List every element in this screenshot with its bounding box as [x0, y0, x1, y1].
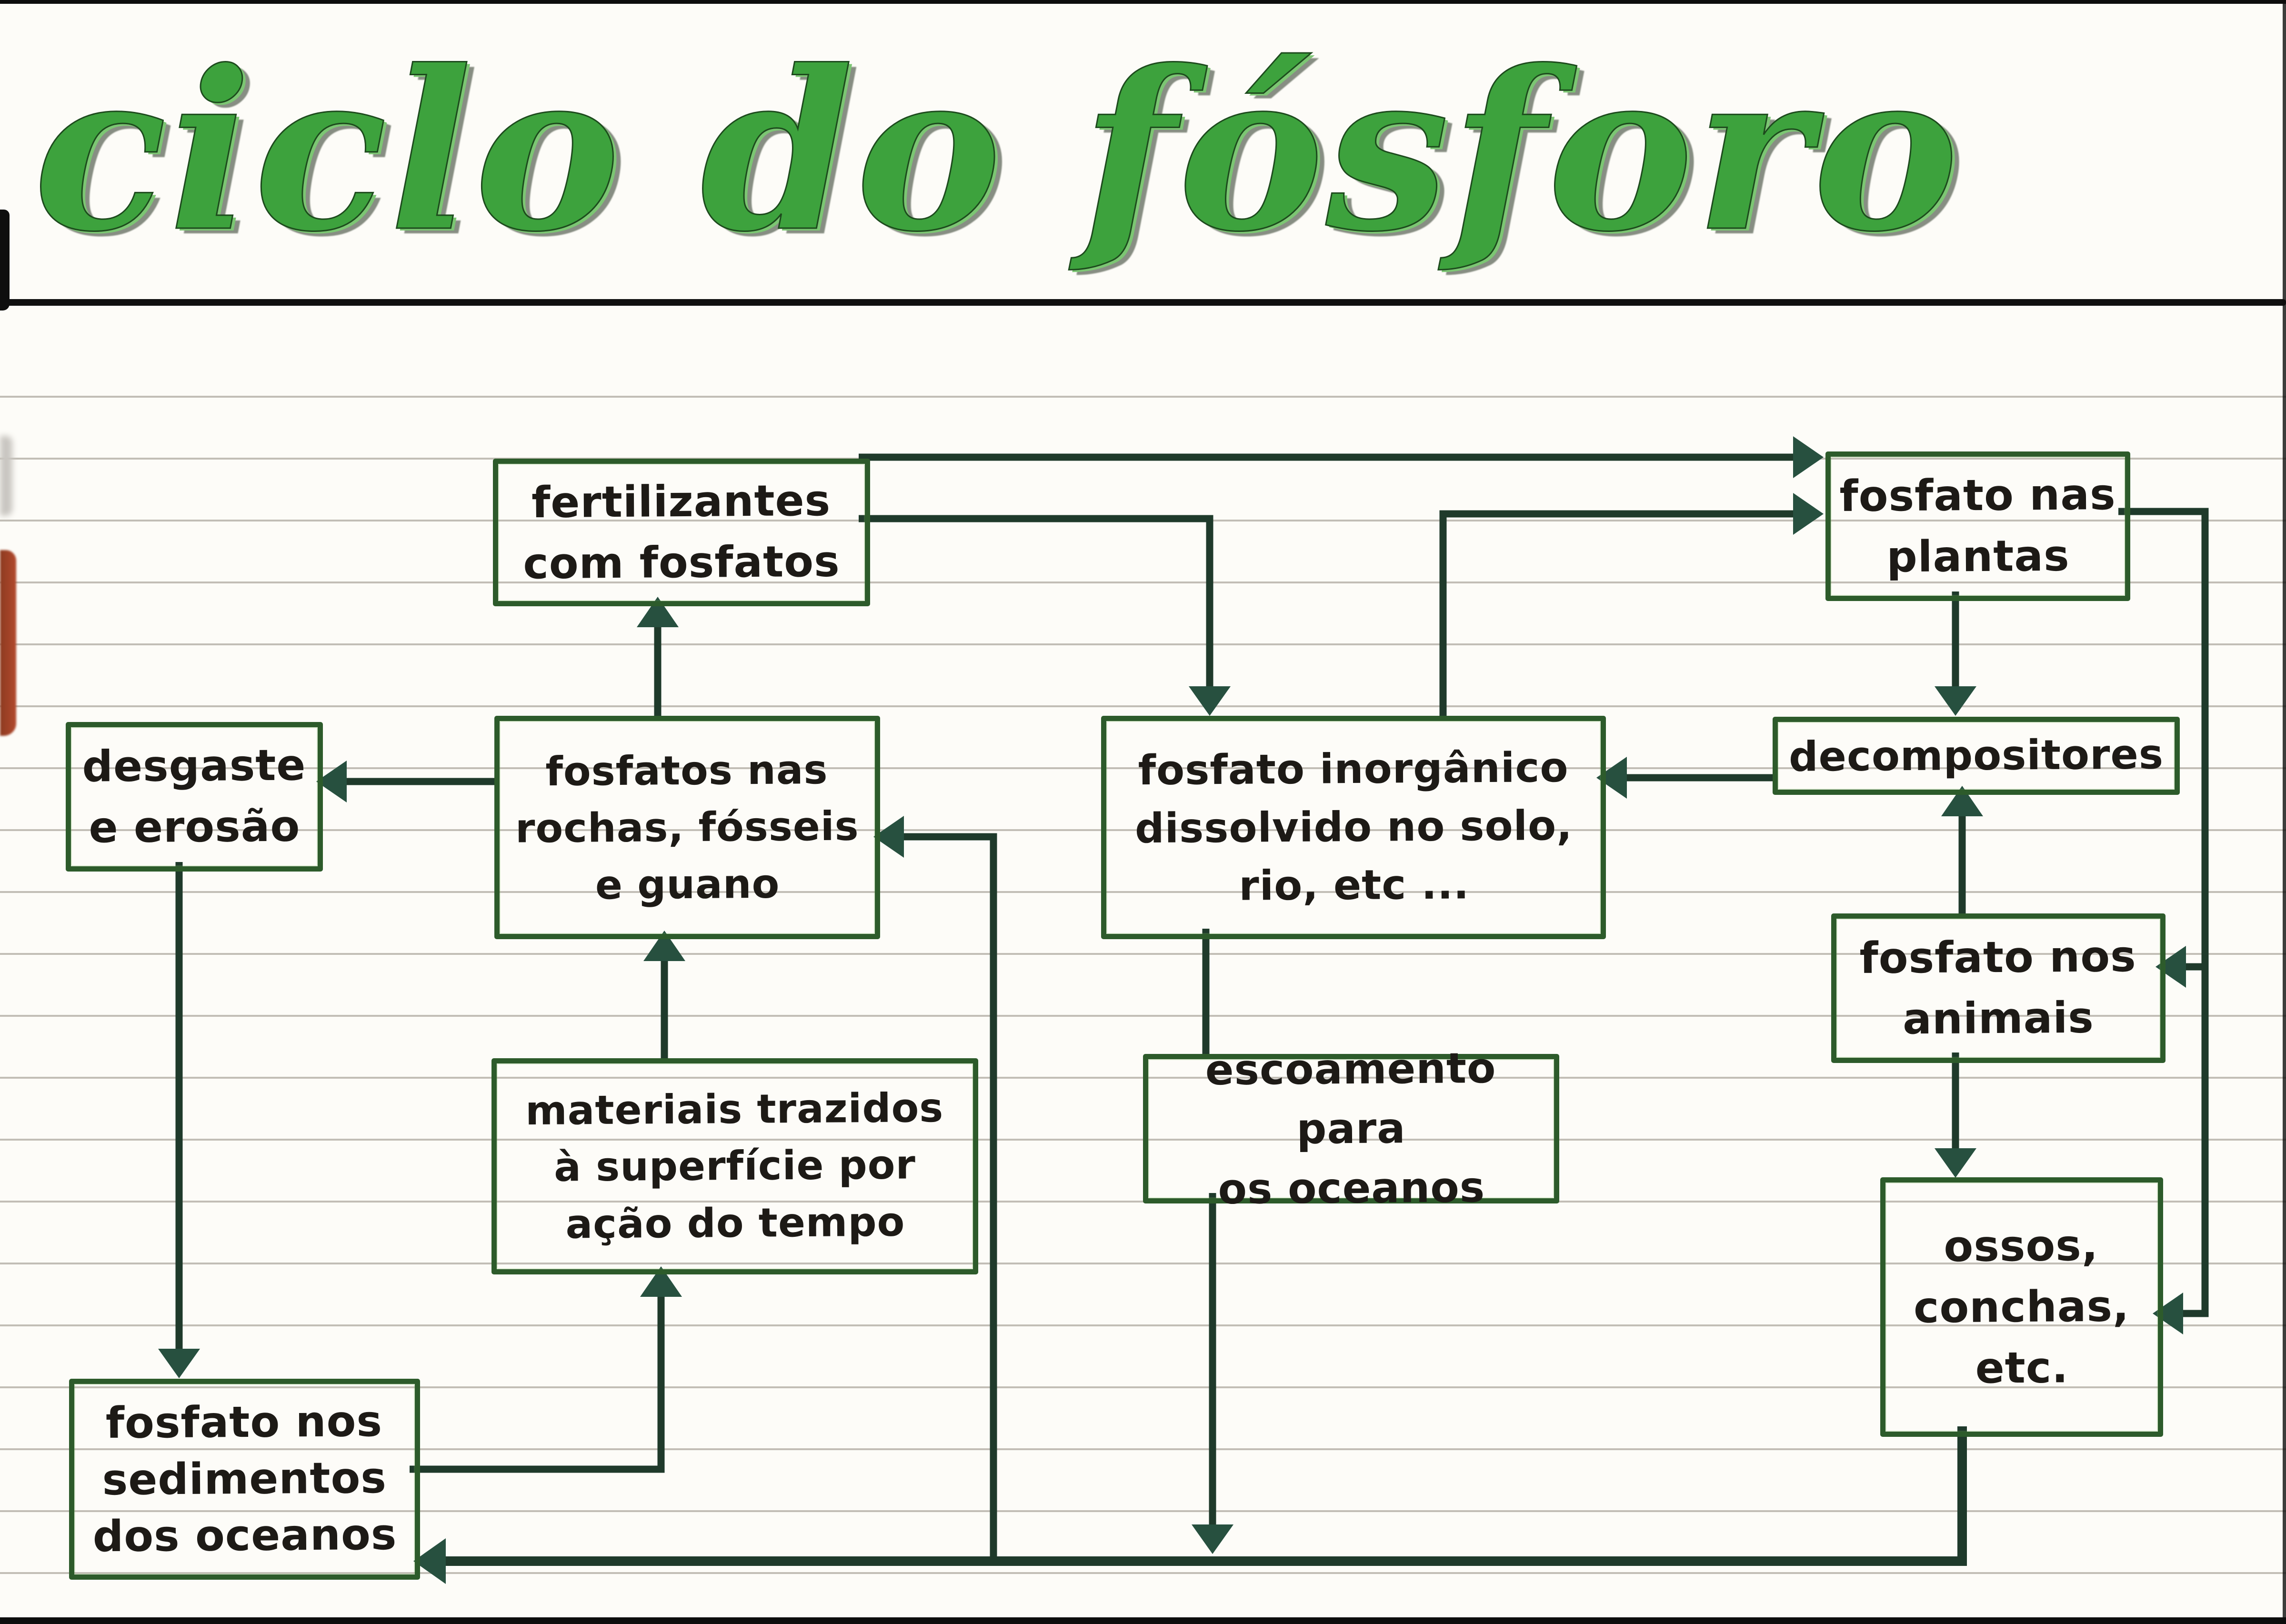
arrowhead-animais-ossos [1935, 1148, 1976, 1178]
arrowhead-plantas-decompositores [1935, 686, 1976, 716]
node-materiais: materiais trazidos à superfície por ação… [491, 1058, 978, 1274]
red-marker-artifact [0, 550, 16, 736]
photo-edge-bottom [0, 1617, 2286, 1624]
arrowhead-rochas-fertilizantes [637, 597, 679, 627]
arrowhead-sedimentos-materiais [640, 1266, 682, 1297]
edge-plantas-right-rail [2118, 508, 2209, 1317]
arrowhead-rochas-desgaste [316, 761, 347, 802]
edge-sedimentos-materiais [410, 1296, 665, 1473]
arrowhead-fundo-sedimentos [413, 1538, 446, 1584]
node-decompositores: decompositores [1773, 717, 2180, 795]
edge-fundo-rochas [903, 833, 997, 1557]
node-fertilizantes: fertilizantes com fosfatos [493, 459, 870, 606]
node-sedimentos: fosfato nos sedimentos dos oceanos [69, 1379, 420, 1580]
page-title: ciclo do fósforo [33, 23, 1961, 280]
title-underline [0, 299, 2286, 306]
node-inorganico: fosfato inorgânico dissolvido no solo, r… [1101, 716, 1606, 939]
photo-edge-top [0, 0, 2286, 4]
photo-edge-left-artifact [0, 210, 10, 311]
node-ossos: ossos, conchas, etc. [1880, 1177, 2163, 1437]
node-rochas-label: fosfatos nas rochas, fósseis e guano [515, 746, 860, 908]
node-desgaste: desgaste e erosão [66, 722, 323, 872]
paper-smudge [0, 436, 12, 516]
edge-inorganico-plantas [1439, 510, 1794, 717]
node-plantas: fosfato nas plantas [1825, 451, 2130, 601]
node-sedimentos-label: fosfato nos sedimentos dos oceanos [92, 1396, 397, 1562]
node-desgaste-label: desgaste e erosão [82, 740, 306, 853]
arrowhead-desgaste-sedimentos [158, 1349, 200, 1378]
arrowhead-animais-decompositores [1941, 786, 1983, 816]
arrowhead-fundo-rochas [873, 816, 904, 858]
arrowhead-decompositores-inorganico [1596, 757, 1627, 799]
arrowhead-rail-animais [2156, 946, 2186, 988]
node-inorganico-label: fosfato inorgânico dissolvido no solo, r… [1134, 744, 1573, 911]
node-animais-label: fosfato nos animais [1859, 932, 2137, 1044]
photo-edge-right [2283, 0, 2286, 1624]
node-rochas: fosfatos nas rochas, fósseis e guano [494, 716, 880, 939]
node-animais: fosfato nos animais [1831, 913, 2166, 1063]
arrowhead-fertilizantes-inorganico [1189, 686, 1231, 716]
arrowhead-escoamento-fundo [1192, 1524, 1233, 1554]
node-decompositores-label: decompositores [1788, 731, 2164, 781]
node-plantas-label: fosfato nas plantas [1839, 470, 2116, 582]
arrowhead-fertilizantes-plantas [1793, 436, 1824, 478]
edge-ossos-fundo-sedimentos [445, 1426, 1967, 1566]
node-escoamento: escoamento para os oceanos [1143, 1043, 1559, 1213]
ruled-paper-lines [0, 336, 2286, 1624]
node-fertilizantes-label: fertilizantes com fosfatos [523, 476, 841, 589]
edge-fertilizantes-inorganico [859, 515, 1213, 689]
arrowhead-rail-ossos [2153, 1293, 2183, 1334]
arrowhead-materiais-rochas [643, 931, 685, 961]
arrowhead-inorganico-plantas [1793, 493, 1824, 535]
node-escoamento-label: escoamento para os oceanos [1205, 1043, 1496, 1213]
node-ossos-label: ossos, conchas, etc. [1914, 1220, 2130, 1393]
node-materiais-label: materiais trazidos à superfície por ação… [525, 1084, 944, 1248]
